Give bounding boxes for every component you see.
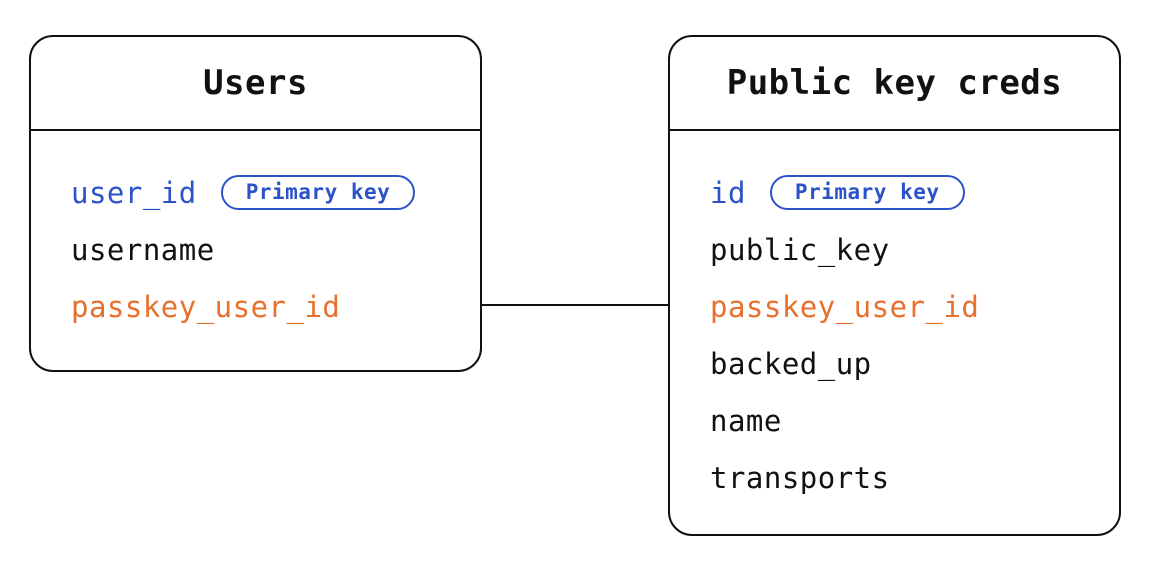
field-row-id: id Primary key [710,164,1099,221]
field-row-username: username [71,221,460,278]
field-name: name [710,403,782,438]
field-row-passkey_user_id: passkey_user_id [71,278,460,335]
field-name: passkey_user_id [71,289,341,324]
field-row-backed_up: backed_up [710,335,1099,392]
field-name: public_key [710,232,890,267]
field-row-public_key: public_key [710,221,1099,278]
field-name: id [710,175,746,210]
table-title: Public key creds [726,63,1063,103]
field-name: backed_up [710,346,872,381]
field-row-passkey_user_id: passkey_user_id [710,278,1099,335]
primary-key-badge: Primary key [769,175,965,210]
relation-line [482,304,668,306]
table-title: Users [203,63,308,103]
field-row-transports: transports [710,449,1099,506]
table-public-key-creds-header: Public key creds [670,37,1119,131]
table-users-header: Users [31,37,480,131]
field-name: username [71,232,215,267]
primary-key-badge: Primary key [220,175,416,210]
field-name: transports [710,460,890,495]
field-name: passkey_user_id [710,289,980,324]
field-row-user_id: user_id Primary key [71,164,460,221]
table-public-key-creds: Public key creds id Primary key public_key… [668,35,1121,536]
field-name: user_id [71,175,197,210]
field-row-name: name [710,392,1099,449]
